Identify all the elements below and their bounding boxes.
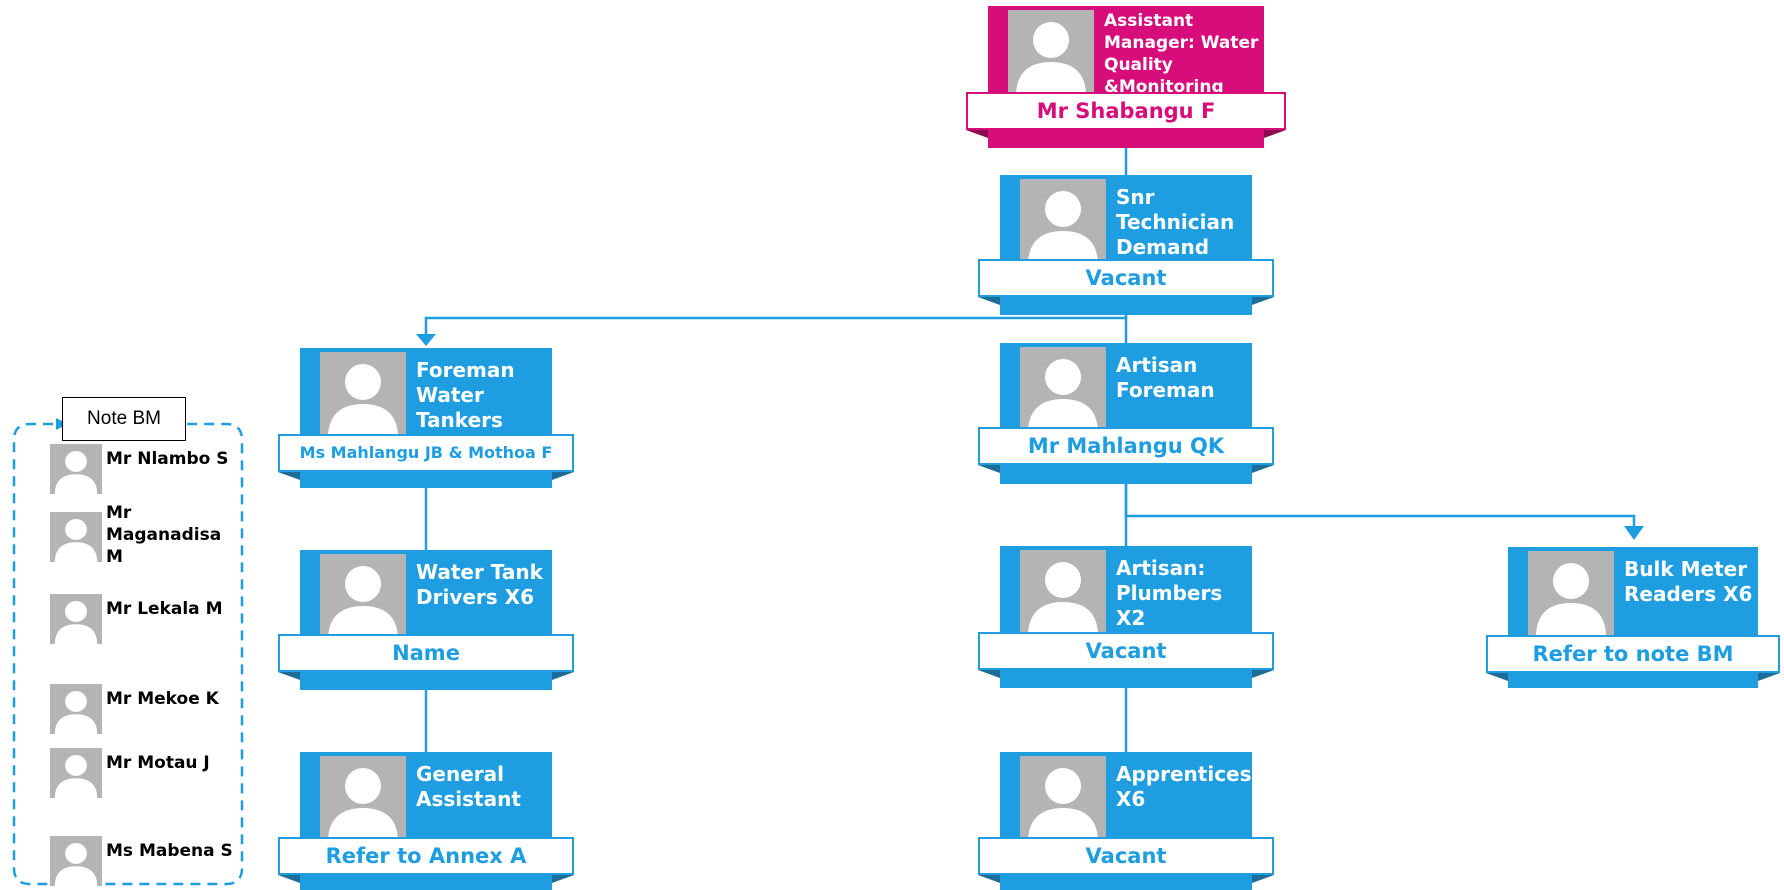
node-title: Foreman Water Tankers: [416, 358, 515, 432]
note-member-name: Mr Motau J: [106, 753, 210, 773]
note-member-name: Mr Maganadisa M: [106, 503, 222, 567]
person-silhouette-icon: [320, 554, 406, 640]
node-water-tank-drivers: Water Tank Drivers X6 Name: [278, 550, 574, 690]
edge-artisan-foreman-to-bulk-meter: [1124, 484, 1636, 528]
person-silhouette-icon: [320, 756, 406, 842]
person-silhouette-icon: [1020, 179, 1106, 265]
node-title: General Assistant: [416, 762, 521, 811]
ribbon-fold: [278, 672, 300, 680]
ribbon-fold: [978, 297, 1000, 305]
note-member-name: Mr Lekala M: [106, 599, 223, 619]
person-silhouette-icon: [1008, 10, 1094, 96]
note-member-name: Mr Nlambo S: [106, 449, 229, 469]
person-silhouette-icon: [50, 748, 102, 798]
ribbon-fold: [966, 130, 988, 138]
ribbon-fold: [978, 465, 1000, 473]
node-name: Vacant: [978, 837, 1274, 875]
node-name: Mr Shabangu F: [966, 92, 1286, 130]
node-name: Vacant: [978, 259, 1274, 297]
node-name: Mr Mahlangu QK: [978, 427, 1274, 465]
ribbon-fold: [1264, 130, 1286, 138]
node-title: Apprentices X6: [1116, 762, 1252, 811]
node-asst-manager: Assistant Manager: Water Quality &Monito…: [966, 6, 1286, 148]
node-title: Assistant Manager: Water Quality &Monito…: [1104, 11, 1259, 97]
node-name: Name: [278, 634, 574, 672]
person-silhouette-icon: [50, 836, 102, 886]
person-silhouette-icon: [1020, 550, 1106, 636]
node-bulk-meter-readers: Bulk Meter Readers X6 Refer to note BM: [1486, 547, 1780, 688]
node-name: Refer to Annex A: [278, 837, 574, 875]
node-title: Artisan Foreman: [1116, 353, 1215, 402]
ribbon-fold: [1252, 297, 1274, 305]
person-silhouette-icon: [1020, 756, 1106, 842]
person-silhouette-icon: [320, 352, 406, 438]
ribbon-fold: [552, 875, 574, 883]
node-name: Vacant: [978, 632, 1274, 670]
note-member-name: Ms Mabena S: [106, 841, 233, 861]
ribbon-fold: [1252, 875, 1274, 883]
ribbon-fold: [1758, 673, 1780, 681]
person-silhouette-icon: [50, 684, 102, 734]
node-title: Artisan: Plumbers X2: [1116, 556, 1223, 630]
ribbon-fold: [1252, 670, 1274, 678]
ribbon-fold: [552, 672, 574, 680]
person-silhouette-icon: [1020, 347, 1106, 433]
person-silhouette-icon: [50, 512, 102, 562]
ribbon-fold: [978, 875, 1000, 883]
node-name: Refer to note BM: [1486, 635, 1780, 673]
ribbon-fold: [1252, 465, 1274, 473]
note-bm-label: Note BM: [62, 397, 186, 441]
ribbon-fold: [978, 670, 1000, 678]
node-artisan-foreman: Artisan Foreman Mr Mahlangu QK: [978, 343, 1274, 484]
person-silhouette-icon: [50, 594, 102, 644]
node-title: Snr Technician Demand: [1116, 185, 1235, 259]
person-silhouette-icon: [1528, 551, 1614, 637]
arrow-head-bulk-meter: [1624, 526, 1644, 540]
node-title: Water Tank Drivers X6: [416, 560, 543, 609]
person-silhouette-icon: [50, 444, 102, 494]
note-member-name: Mr Mekoe K: [106, 689, 219, 709]
note-bracket: [12, 422, 244, 886]
ribbon-fold: [278, 472, 300, 480]
ribbon-fold: [278, 875, 300, 883]
node-title: Bulk Meter Readers X6: [1624, 557, 1753, 606]
arrow-head-foreman: [416, 334, 436, 346]
node-name: Ms Mahlangu JB & Mothoa F: [278, 434, 574, 472]
node-apprentices: Apprentices X6 Vacant: [978, 752, 1274, 890]
ribbon-fold: [1486, 673, 1508, 681]
ribbon-fold: [552, 472, 574, 480]
